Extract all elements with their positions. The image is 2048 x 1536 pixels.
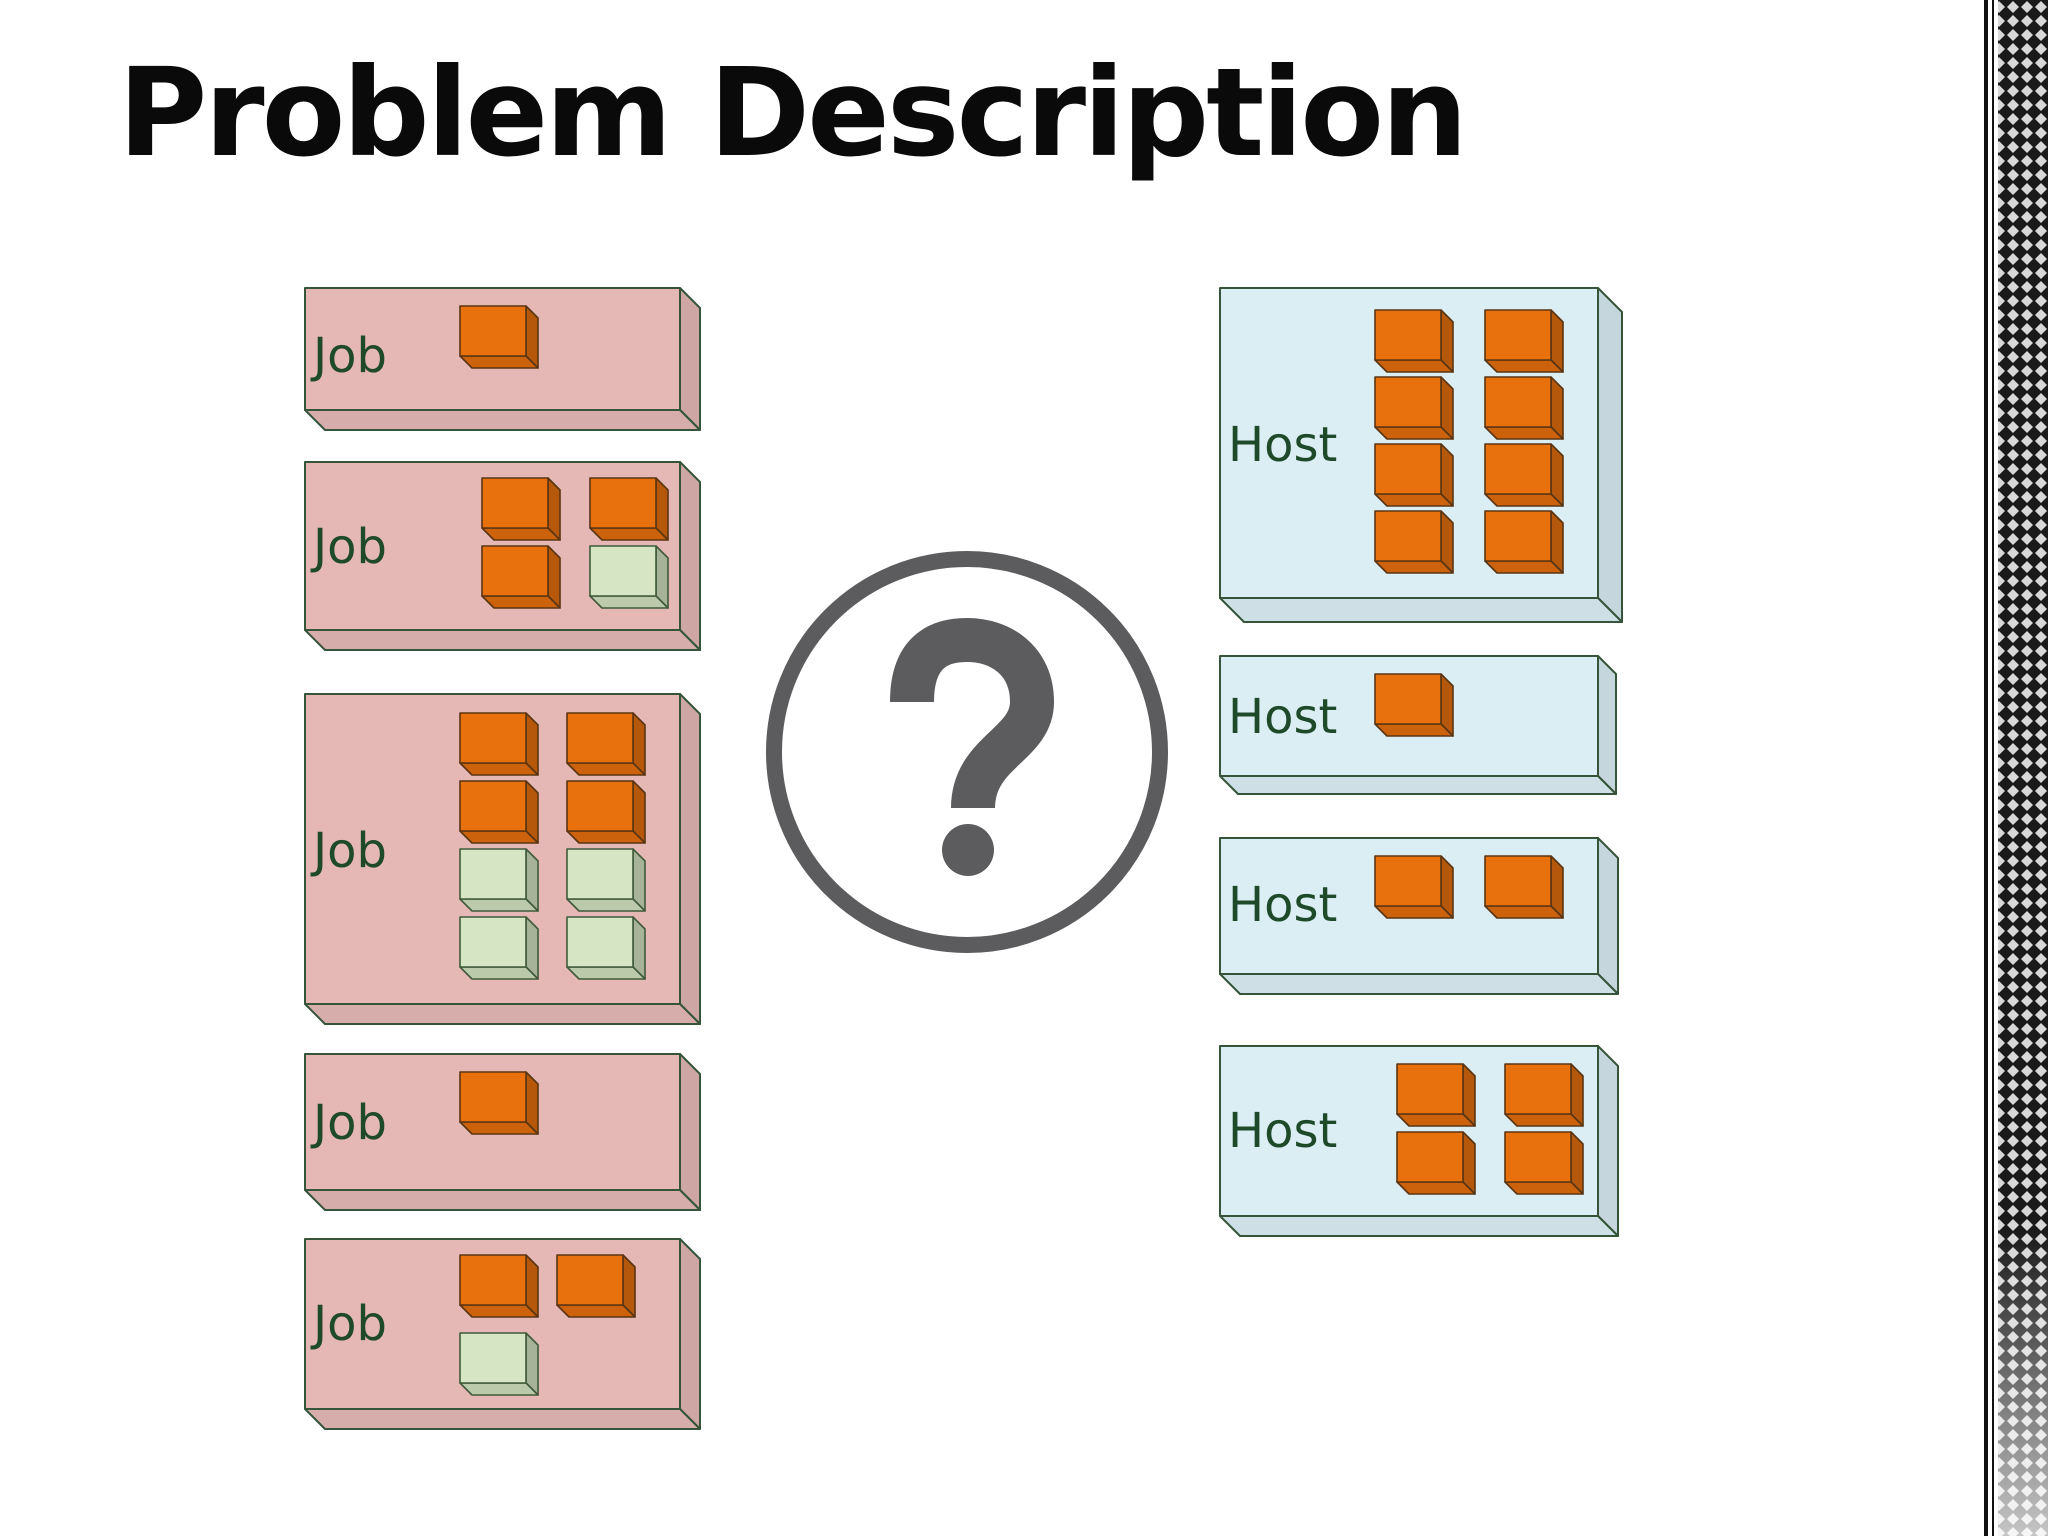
free-resource-cube (459, 916, 539, 980)
job-label: Job (310, 328, 387, 384)
job-label: Job (310, 823, 387, 879)
used-resource-cube (481, 545, 561, 609)
host-box: Host (1219, 655, 1617, 795)
job-box: Job (304, 1238, 701, 1430)
used-resource-cube (589, 477, 669, 541)
used-resource-cube (1374, 855, 1454, 919)
host-label: Host (1228, 689, 1337, 745)
used-resource-cube (459, 305, 539, 369)
used-resource-cube (459, 1071, 539, 1135)
used-resource-cube (566, 780, 646, 844)
used-resource-cube (459, 1254, 539, 1318)
slide-title: Problem Description (118, 42, 1468, 184)
free-resource-cube (566, 848, 646, 912)
used-resource-cube (1374, 309, 1454, 373)
job-box: Job (304, 1053, 701, 1211)
used-resource-cube (1374, 673, 1454, 737)
free-resource-cube (459, 848, 539, 912)
used-resource-cube (1504, 1131, 1584, 1195)
free-resource-cube (589, 545, 669, 609)
job-label: Job (310, 1095, 387, 1151)
used-resource-cube (1396, 1063, 1476, 1127)
used-resource-cube (1484, 510, 1564, 574)
job-box: Job (304, 693, 701, 1025)
job-box: Job (304, 287, 701, 431)
used-resource-cube (556, 1254, 636, 1318)
used-resource-cube (1484, 443, 1564, 507)
host-label: Host (1228, 417, 1337, 473)
job-label: Job (310, 519, 387, 575)
used-resource-cube (1374, 376, 1454, 440)
used-resource-cube (459, 780, 539, 844)
job-label: Job (310, 1296, 387, 1352)
host-box: Host (1219, 1045, 1619, 1237)
host-label: Host (1228, 1103, 1337, 1159)
free-resource-cube (566, 916, 646, 980)
used-resource-cube (1504, 1063, 1584, 1127)
job-box: Job (304, 461, 701, 651)
host-box: Host (1219, 837, 1619, 995)
used-resource-cube (481, 477, 561, 541)
used-resource-cube (459, 712, 539, 776)
used-resource-cube (1396, 1131, 1476, 1195)
decorative-side-border (1978, 0, 2048, 1536)
used-resource-cube (1484, 855, 1564, 919)
free-resource-cube (459, 1332, 539, 1396)
used-resource-cube (566, 712, 646, 776)
used-resource-cube (1484, 309, 1564, 373)
used-resource-cube (1484, 376, 1564, 440)
host-label: Host (1228, 877, 1337, 933)
question-circle-icon (766, 551, 1168, 953)
used-resource-cube (1374, 510, 1454, 574)
host-box: Host (1219, 287, 1623, 623)
used-resource-cube (1374, 443, 1454, 507)
